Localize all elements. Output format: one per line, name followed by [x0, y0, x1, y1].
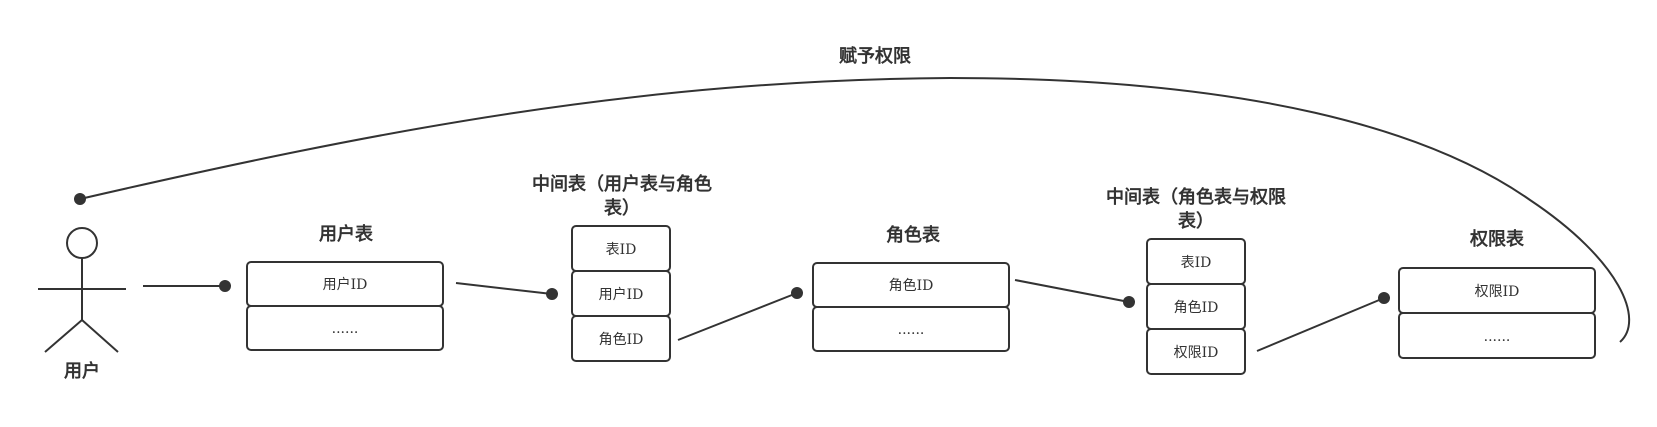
user-table-row: [246, 305, 444, 351]
connector-user-userrole: [455, 282, 553, 295]
permission-table: 权限表 权限ID ......: [1398, 228, 1596, 359]
grant-permission-arc: [79, 76, 1631, 343]
actor-left-leg: [44, 319, 83, 353]
permission-table-row-text: 权限ID: [1475, 284, 1520, 300]
role-permission-table-row: [1146, 328, 1246, 375]
user-actor: 用户: [38, 227, 126, 382]
user-table-title: 用户表: [319, 223, 374, 245]
user-role-table-row-text: 用户ID: [599, 286, 644, 303]
connector-rolepermission-permission: [1256, 297, 1385, 352]
user-table-row-text: ......: [332, 321, 359, 337]
user-table: 用户表 用户ID ......: [246, 223, 444, 351]
role-permission-table: 中间表（角色表与权限 表） 表ID 角色ID 权限ID: [1106, 186, 1287, 375]
role-table-row-text: 角色ID: [889, 277, 934, 294]
connector-userrole-role: [677, 292, 798, 341]
permission-table-row-text: ......: [1484, 329, 1511, 345]
role-table-title: 角色表: [886, 224, 941, 246]
connector-actor-user-dot: [219, 280, 231, 292]
permission-table-row: [1398, 312, 1596, 359]
user-role-table-title-line2: 表）: [604, 197, 640, 219]
role-permission-table-row-text: 角色ID: [1174, 299, 1219, 316]
user-table-row-text: 用户ID: [323, 276, 368, 293]
user-role-table-row-text: 表ID: [606, 242, 637, 258]
role-table-row-text: ......: [898, 322, 925, 338]
connector-rolepermission-permission-dot: [1378, 292, 1390, 304]
role-table: 角色表 角色ID ......: [812, 224, 1010, 352]
role-permission-table-row-text: 表ID: [1181, 255, 1212, 271]
connector-role-rolepermission: [1014, 279, 1130, 303]
role-table-row: [812, 306, 1010, 352]
connector-role-rolepermission-dot: [1123, 296, 1135, 308]
arc-start-dot: [74, 193, 86, 205]
actor-right-leg: [81, 319, 119, 353]
actor-label: 用户: [64, 360, 100, 382]
permission-table-title: 权限表: [1469, 228, 1525, 250]
actor-head: [66, 227, 98, 259]
user-role-table-row: [571, 315, 671, 362]
user-role-table-row-text: 角色ID: [599, 331, 644, 348]
user-role-table-title-line1: 中间表（用户表与角色: [532, 173, 712, 195]
user-role-table: 中间表（用户表与角色 表） 表ID 用户ID 角色ID: [532, 173, 712, 362]
role-permission-table-row-text: 权限ID: [1174, 345, 1219, 361]
role-permission-table-title-line2: 表）: [1178, 210, 1214, 232]
grant-permission-label: 赋予权限: [839, 45, 912, 67]
role-permission-table-title-line1: 中间表（角色表与权限: [1106, 186, 1287, 208]
connector-userrole-role-dot: [791, 287, 803, 299]
connector-user-userrole-dot: [546, 288, 558, 300]
